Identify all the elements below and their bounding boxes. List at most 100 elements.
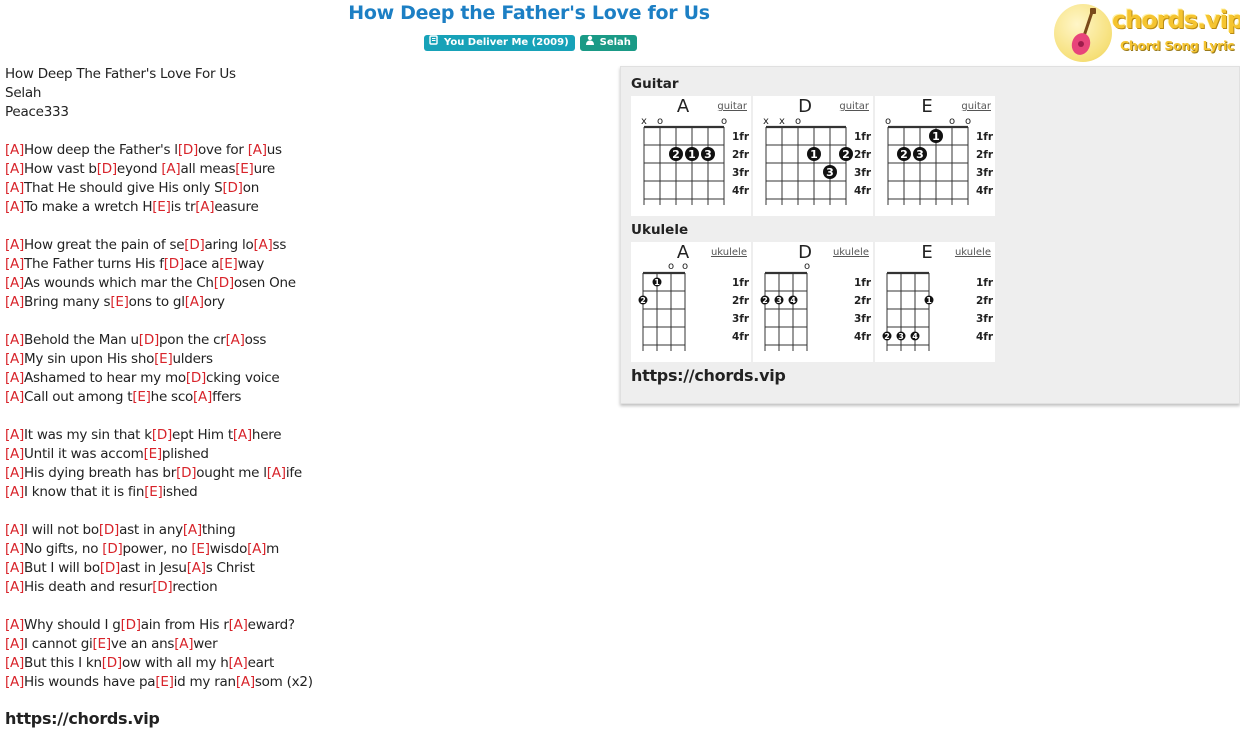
chord-A[interactable]: [A] [184,294,204,310]
chord-D[interactable]: [D] [151,427,173,443]
chord-A[interactable]: [A] [5,465,25,481]
chord-A[interactable]: [A] [161,161,181,177]
chord-name: E [921,96,933,117]
chord-A[interactable]: [A] [232,427,252,443]
chord-E[interactable]: [E] [155,674,174,690]
chord-name: A [676,96,690,117]
chord-A[interactable]: [A] [5,351,25,367]
chord-A[interactable]: [A] [193,389,213,405]
chord-A[interactable]: [A] [5,446,25,462]
chord-A[interactable]: [A] [5,142,25,158]
lyric-text: here [251,427,282,443]
lyric-text: ulders [172,351,213,367]
chord-A[interactable]: [A] [247,541,267,557]
chord-D[interactable]: [D] [138,332,159,348]
footer-site-link[interactable]: https://chords.vip [5,709,160,728]
chord-A[interactable]: [A] [5,370,25,386]
chord-A[interactable]: [A] [5,579,25,595]
chord-A[interactable]: [A] [5,636,25,652]
album-badge[interactable]: You Deliver Me (2009) [424,35,575,51]
chord-D[interactable]: [D] [120,617,141,633]
lyric-text: ons to gl [128,294,185,310]
chord-D[interactable]: [D] [222,180,243,196]
chord-E[interactable]: [E] [235,161,254,177]
chord-A[interactable]: [A] [5,541,25,557]
chord-A[interactable]: [A] [5,389,25,405]
chord-A[interactable]: [A] [5,560,25,576]
ukulele-link[interactable]: ukulele [710,247,747,258]
chord-A[interactable]: [A] [5,161,25,177]
chord-D[interactable]: [D] [98,522,120,538]
chord-name: D [798,242,812,263]
chord-A[interactable]: [A] [182,522,202,538]
chord-A[interactable]: [A] [5,332,25,348]
artist-badge[interactable]: Selah [579,35,637,51]
lyric-text: pon the cr [158,332,226,348]
chord-A[interactable]: [A] [5,180,25,196]
chord-A[interactable]: [A] [5,275,25,291]
chord-D[interactable]: [D] [185,370,207,386]
chord-E[interactable]: [E] [152,199,171,215]
chord-E[interactable]: [E] [143,446,163,462]
chord-D[interactable]: [D] [177,142,198,158]
lyric-text: I will not bo [24,522,99,538]
chord-A[interactable]: [A] [228,655,248,671]
chord-D[interactable]: [D] [176,465,197,481]
lyric-line: [A]To make a wretch H[E]is tr[A]easure [5,198,605,217]
chord-E[interactable]: [E] [92,636,112,652]
chord-A[interactable]: [A] [5,427,25,443]
guitar-link[interactable]: guitar [839,101,869,112]
chord-E[interactable]: [E] [154,351,173,367]
chord-D[interactable]: [D] [152,579,173,595]
chord-A[interactable]: [A] [225,332,245,348]
chord-A[interactable]: [A] [253,237,273,253]
chord-A[interactable]: [A] [5,199,25,215]
chord-A[interactable]: [A] [235,674,255,690]
chord-A[interactable]: [A] [5,484,25,500]
chord-A[interactable]: [A] [266,465,286,481]
lyric-text: plished [161,446,209,462]
muted-string-marker: x [779,116,785,127]
site-logo[interactable]: chords.vip Chord Song Lyric [1054,2,1240,62]
chord-D[interactable]: [D] [102,541,123,557]
panel-site-link[interactable]: https://chords.vip [631,366,786,385]
fret-label: 4fr [976,331,994,343]
chord-D[interactable]: [D] [101,655,122,671]
chord-D[interactable]: [D] [99,560,121,576]
chord-E[interactable]: [E] [191,541,210,557]
chord-D[interactable]: [D] [96,161,117,177]
chord-A[interactable]: [A] [186,560,206,576]
chord-A[interactable]: [A] [5,256,25,272]
chord-E[interactable]: [E] [144,484,163,500]
lyric-line: [A]His death and resur[D]rection [5,578,605,597]
chord-D[interactable]: [D] [163,256,184,272]
ukulele-link[interactable]: ukulele [954,247,991,258]
chord-A[interactable]: [A] [247,142,267,158]
chord-E[interactable]: [E] [110,294,129,310]
chord-A[interactable]: [A] [228,617,248,633]
chord-A[interactable]: [A] [195,199,215,215]
chord-A[interactable]: [A] [5,655,25,671]
chord-A[interactable]: [A] [5,237,25,253]
chord-E[interactable]: [E] [219,256,238,272]
chord-D[interactable]: [D] [184,237,205,253]
chord-D[interactable]: [D] [213,275,234,291]
ukulele-link[interactable]: ukulele [832,247,869,258]
chord-A[interactable]: [A] [5,617,25,633]
chord-A[interactable]: [A] [174,636,194,652]
chord-A[interactable]: [A] [5,522,25,538]
guitar-link[interactable]: guitar [961,101,991,112]
guitar-link[interactable]: guitar [717,101,747,112]
chord-A[interactable]: [A] [5,674,25,690]
lyric-text: cking voice [206,370,280,386]
chord-A[interactable]: [A] [5,294,25,310]
chord-E[interactable]: [E] [132,389,151,405]
finger-number: 3 [776,296,782,305]
